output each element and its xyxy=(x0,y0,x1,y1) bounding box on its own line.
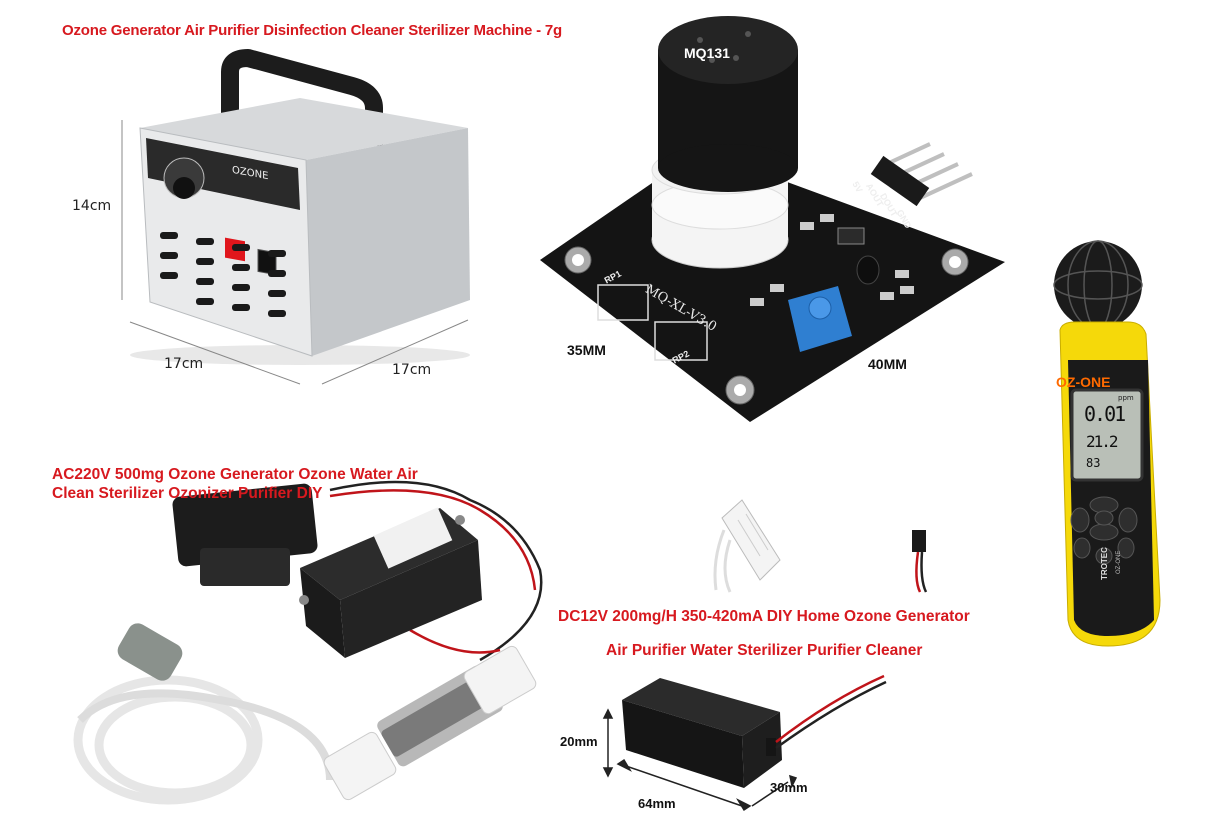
dc-module-height-dimension: 20mm xyxy=(560,734,598,749)
generator-height-dimension: 14cm xyxy=(72,198,112,214)
meter-reading-temperature: 21.2 xyxy=(1086,432,1119,451)
mq131-cap-label: MQ131 xyxy=(684,45,730,61)
sensor-dimension-40mm: 40MM xyxy=(868,356,907,372)
meter-reading-humidity: 83 xyxy=(1086,456,1101,470)
generator-width-dimension: 17cm xyxy=(164,356,204,372)
sensor-dimension-35mm: 35MM xyxy=(567,342,606,358)
dc-module-title-line1: DC12V 200mg/H 350-420mA DIY Home Ozone G… xyxy=(558,608,970,625)
generator-title: Ozone Generator Air Purifier Disinfectio… xyxy=(62,22,562,39)
meter-unit: ppm xyxy=(1118,394,1134,402)
oz-one-label: OZ-ONE xyxy=(1056,374,1111,390)
dc-module-title-line2: Air Purifier Water Sterilizer Purifier C… xyxy=(606,642,923,659)
generator-depth-dimension: 17cm xyxy=(392,362,432,378)
dc-module-width-dimension: 30mm xyxy=(770,780,808,795)
meter-reading-ozone: 0.01 xyxy=(1084,402,1126,426)
ac-kit-title-line1: AC220V 500mg Ozone Generator Ozone Water… xyxy=(52,466,418,483)
ac-kit-title-line2: Clean Sterilizer Ozonizer Purifier DIY xyxy=(52,485,323,502)
dc-module-length-dimension: 64mm xyxy=(638,796,676,811)
